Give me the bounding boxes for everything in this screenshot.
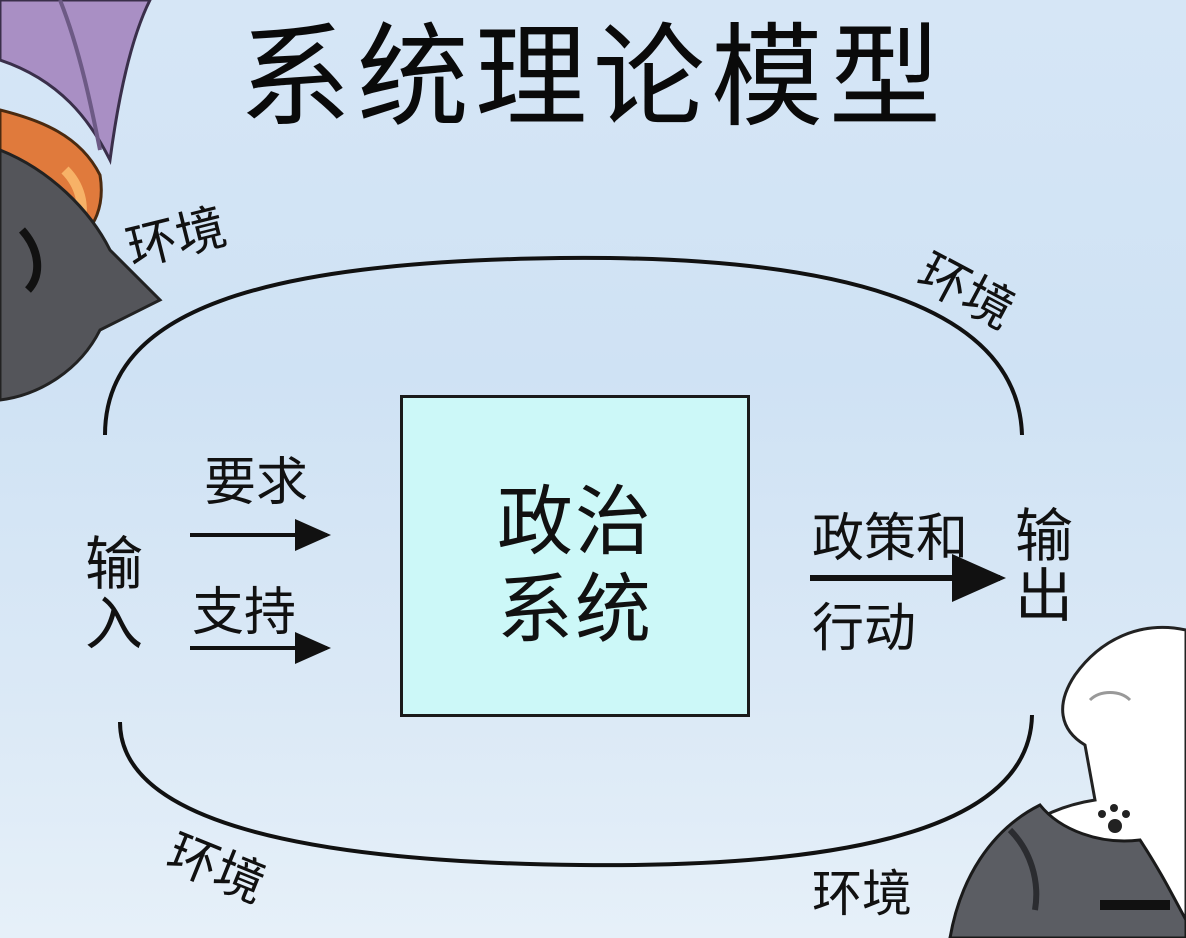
diagram-title: 系统理论模型 <box>239 13 947 143</box>
output-action-label: 行动 <box>812 599 917 659</box>
environment-arc-bottom <box>118 714 1034 868</box>
cartoon-character-top-left <box>0 0 163 402</box>
system-line-1: 政治 <box>497 477 653 566</box>
environment-label-bottom-right: 环境 <box>812 865 912 923</box>
output-label: 输出 <box>1014 502 1073 630</box>
cartoon-character-bottom-right <box>948 625 1186 938</box>
political-system-box: 政治 系统 <box>400 395 750 717</box>
input-label: 输入 <box>84 530 143 658</box>
system-line-2: 系统 <box>497 565 653 654</box>
output-policy-label: 政策和 <box>812 509 969 569</box>
input-support-label: 支持 <box>192 583 297 643</box>
political-system-label: 政治 系统 <box>403 478 747 654</box>
environment-arc-top <box>103 255 1024 436</box>
input-demand-label: 要求 <box>204 453 309 513</box>
